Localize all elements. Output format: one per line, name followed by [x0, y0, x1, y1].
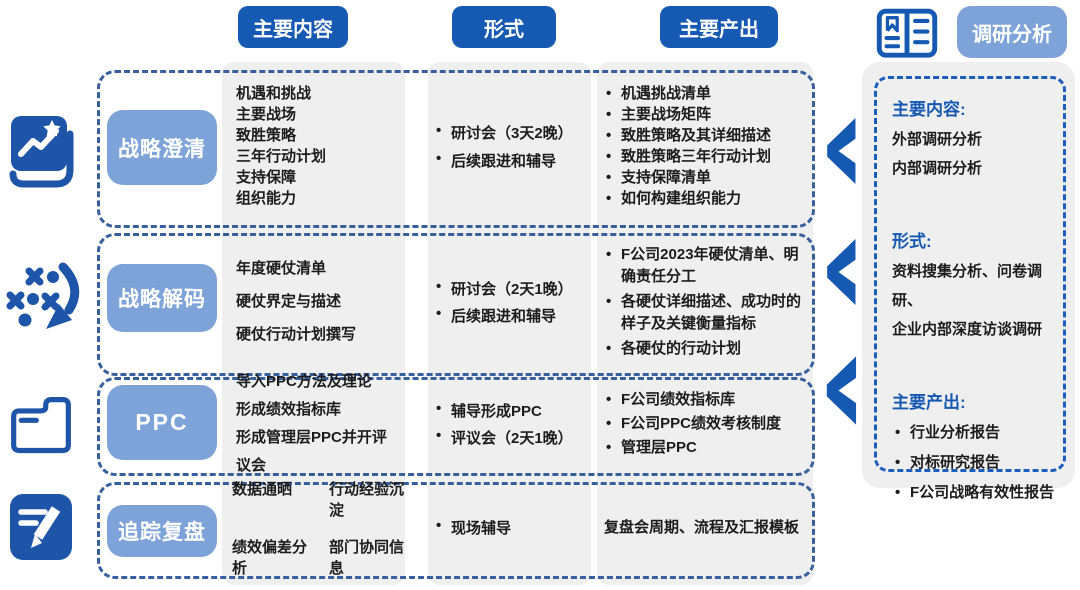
- row3-content-list: 导入PPC方法及理论 形成绩效指标库 形成管理层PPC并开评议会: [236, 372, 387, 474]
- research-panel: 主要内容: 外部调研分析 内部调研分析 形式: 资料搜集分析、问卷调研、 企业内…: [874, 76, 1066, 508]
- row-label-review: 追踪复盘: [107, 505, 217, 557]
- row2-form-list: 研讨会（2天1晚） 后续跟进和辅导: [434, 235, 588, 368]
- row-box-review: [97, 482, 815, 579]
- panel-section-title: 主要内容:: [892, 100, 966, 119]
- pencil-notes-icon: [8, 492, 76, 567]
- header-main-output: 主要产出: [660, 6, 778, 48]
- row-box-ppc: [97, 377, 815, 476]
- row4-content-grid: 数据通晒 行动经验沉淀 绩效偏差分析 部门协同信息: [232, 480, 405, 577]
- research-panel-background: [862, 62, 1075, 488]
- row1-form-list: 研讨会（3天2晚） 后续跟进和辅导: [434, 72, 588, 220]
- chevron-left-icon: [819, 356, 858, 425]
- open-book-icon: [876, 3, 938, 65]
- row-box-strategy-clarify: [97, 70, 815, 228]
- row-label-ppc: PPC: [107, 385, 217, 460]
- panel-section-content: 主要内容: 外部调研分析 内部调研分析: [892, 95, 1063, 183]
- panel-section-output: 主要产出: 行业分析报告 对标研究报告 F公司战略有效性报告: [892, 388, 1063, 508]
- chevron-left-icon: [819, 118, 858, 184]
- panel-section-title: 形式:: [892, 232, 932, 251]
- row-box-strategy-decode: [97, 233, 815, 376]
- row2-output-list: F公司2023年硬仗清单、明确责任分工 各硬仗详细描述、成功时的样子及关键衡量指…: [604, 235, 808, 368]
- row1-content-list: 机遇和挑战 主要战场 致胜策略 三年行动计划 支持保障 组织能力: [236, 85, 327, 207]
- folder-icon: [8, 392, 74, 465]
- row3-form-list: 辅导形成PPC 评议会（2天1晚）: [434, 379, 588, 468]
- scatter-arrow-icon: [6, 262, 82, 343]
- row3-output-list: F公司绩效指标库 F公司PPC绩效考核制度 管理层PPC: [604, 379, 808, 468]
- row4-output-list: 复盘会周期、流程及汇报模板: [604, 519, 800, 536]
- row4-form-list: 现场辅导: [434, 484, 588, 571]
- header-research-analysis: 调研分析: [957, 6, 1067, 58]
- book-chart-icon: [8, 112, 80, 195]
- row1-output-list: 机遇挑战清单 主要战场矩阵 致胜策略及其详细描述 致胜策略三年行动计划 支持保障…: [604, 72, 808, 220]
- row2-content-list: 年度硬仗清单 硬仗界定与描述 硬仗行动计划撰写: [236, 260, 357, 343]
- header-main-content: 主要内容: [238, 6, 348, 48]
- row-label-strategy-clarify: 战略澄清: [107, 110, 217, 185]
- chevron-left-icon: [819, 239, 858, 305]
- row-label-strategy-decode: 战略解码: [107, 264, 217, 332]
- panel-section-title: 主要产出:: [892, 393, 966, 412]
- column-band-content: [222, 62, 405, 585]
- panel-section-form: 形式: 资料搜集分析、问卷调研、 企业内部深度访谈调研: [892, 227, 1063, 344]
- header-form: 形式: [452, 6, 556, 48]
